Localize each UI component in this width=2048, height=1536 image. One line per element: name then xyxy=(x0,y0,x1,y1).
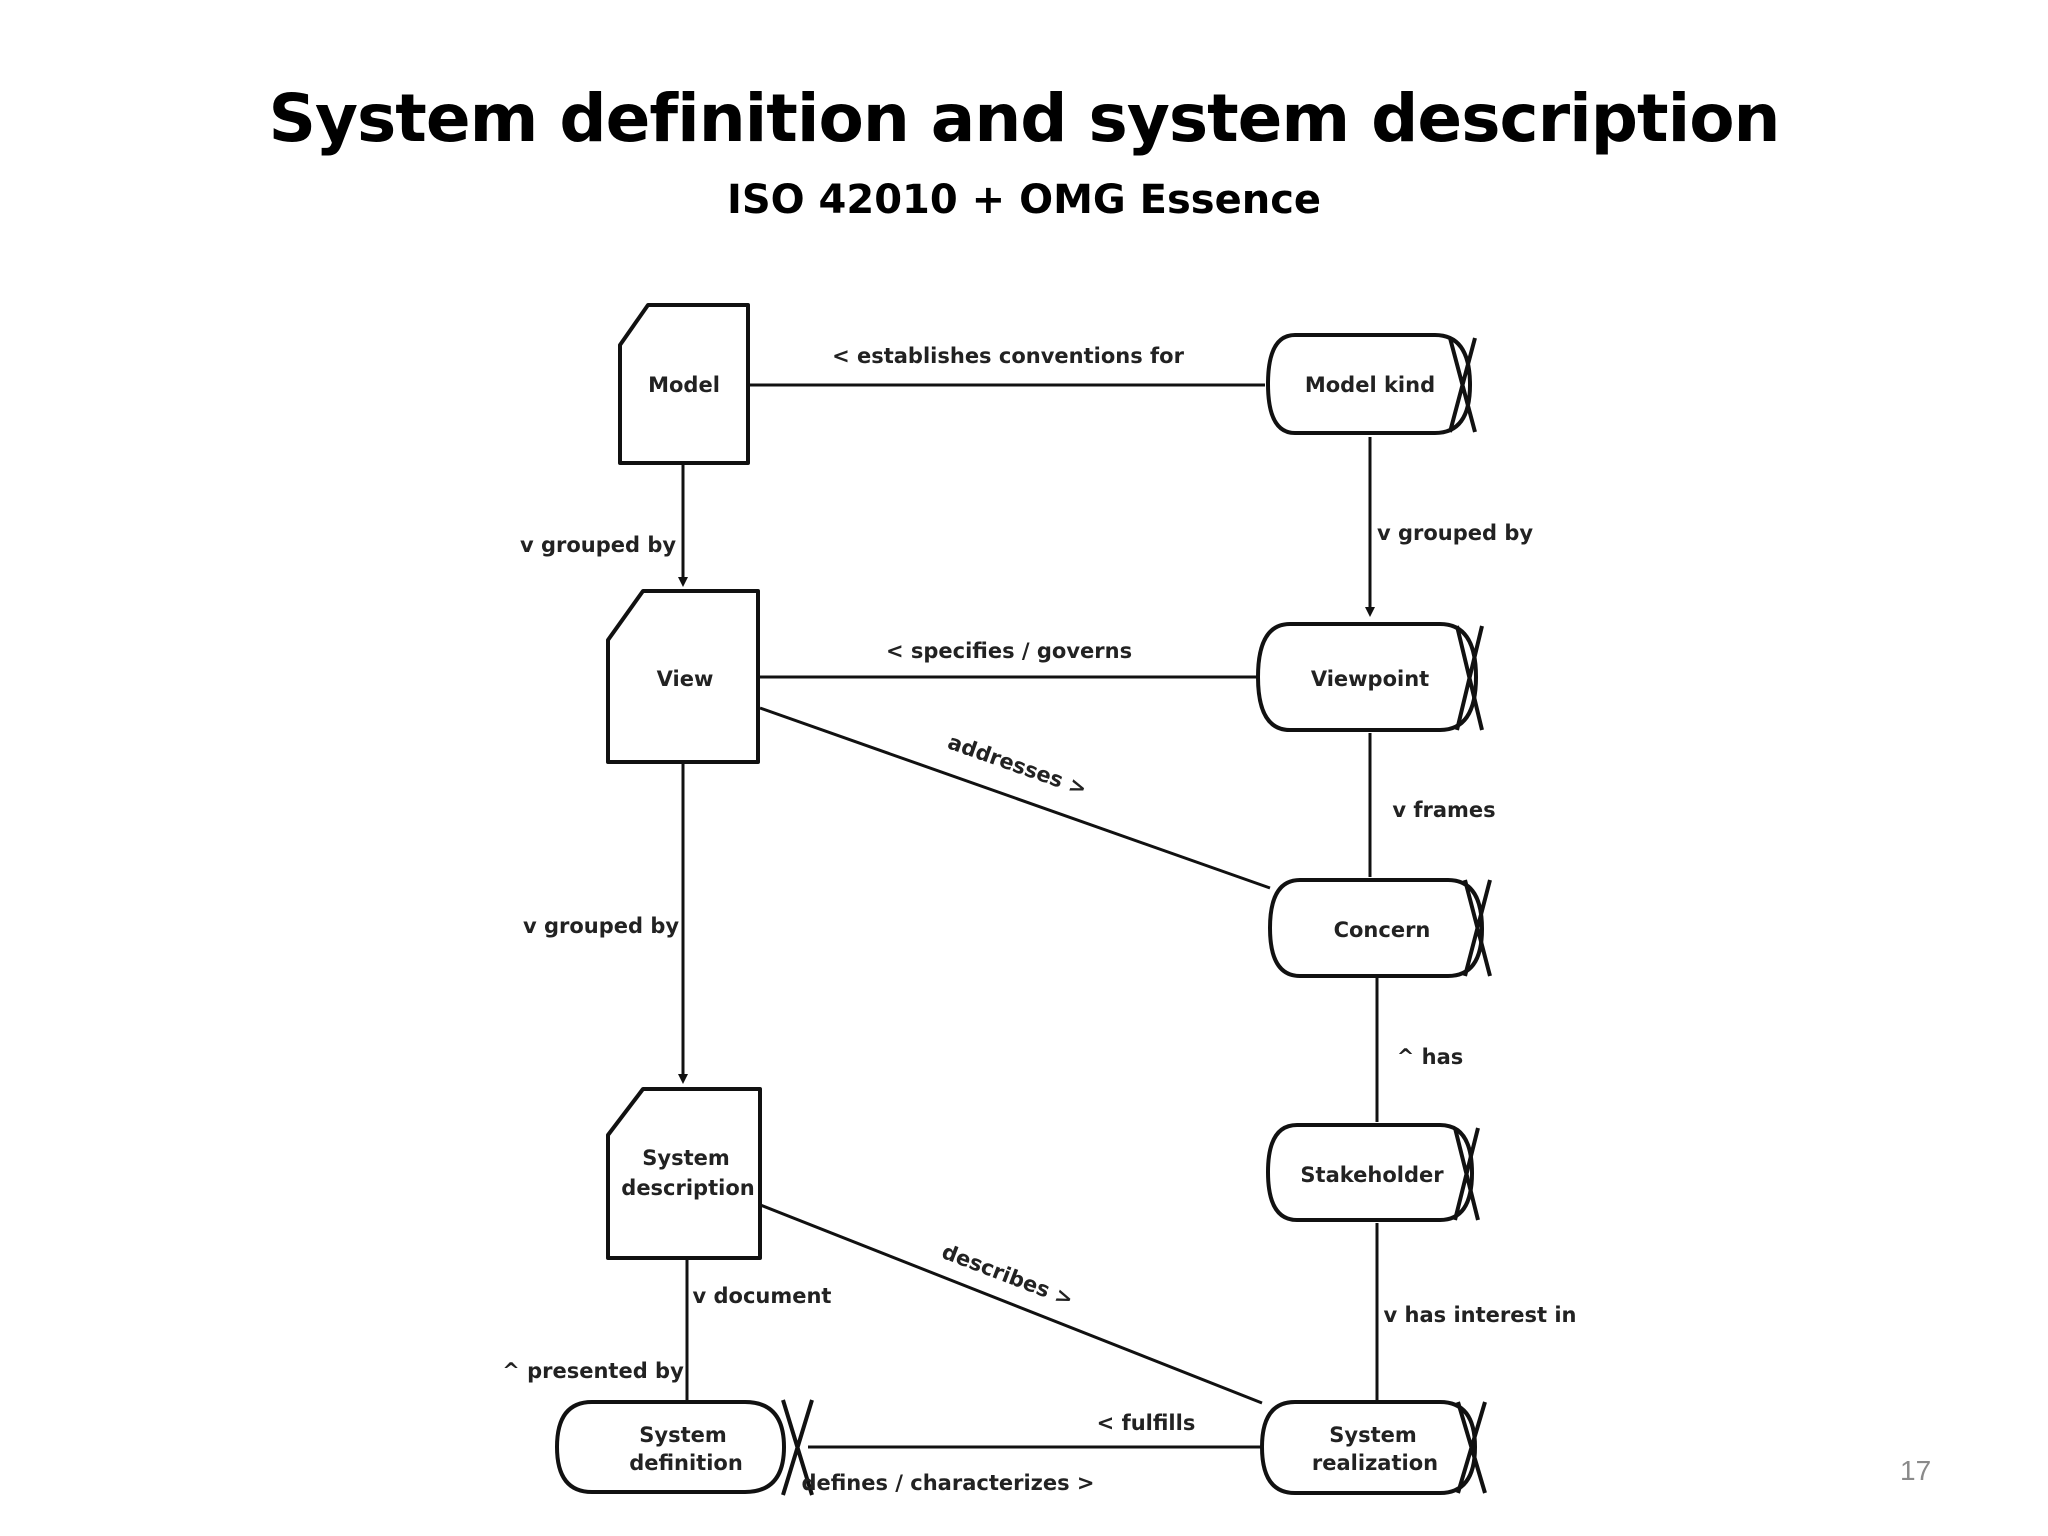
alpha-pill xyxy=(1260,1400,1477,1495)
edge-label-addresses: addresses > xyxy=(945,730,1090,801)
edge-label-document: v document xyxy=(693,1284,832,1308)
page-number: 17 xyxy=(1900,1455,1932,1486)
node-stakeholder: Stakeholder xyxy=(1266,1123,1480,1222)
alpha-cross-icon xyxy=(1448,337,1477,433)
alpha-cross-icon xyxy=(1456,1401,1487,1494)
node-system-description-label-line1: System xyxy=(642,1146,729,1170)
edge-label-describes: describes > xyxy=(939,1239,1077,1311)
node-viewpoint-label: Viewpoint xyxy=(1311,667,1429,691)
alpha-pill xyxy=(1268,878,1484,978)
edge-label-presented-by: ^ presented by xyxy=(502,1359,684,1383)
alpha-cross-icon xyxy=(1455,625,1484,731)
edge-label-defines-characterizes: defines / characterizes > xyxy=(801,1471,1094,1495)
slide-title: System definition and system description xyxy=(268,80,1780,157)
edge-label-establishes-conventions: < establishes conventions for xyxy=(832,344,1184,368)
node-model-kind: Model kind xyxy=(1266,333,1477,435)
edge-view-concern xyxy=(759,706,1271,890)
node-system-definition: System definition xyxy=(555,1399,814,1496)
node-system-realization-label-line1: System xyxy=(1329,1423,1416,1447)
edge-label-specifies-governs: < specifies / governs xyxy=(886,639,1132,663)
edge-label-fulfills: < fulfills xyxy=(1097,1411,1196,1435)
edge-label-has: ^ has xyxy=(1397,1045,1464,1069)
alpha-pill xyxy=(555,1400,786,1494)
node-system-description-label-line2: description xyxy=(621,1176,754,1200)
alpha-pill xyxy=(1266,333,1472,435)
node-model: Model xyxy=(618,303,750,465)
edge-label-frames: v frames xyxy=(1392,798,1495,822)
node-view: View xyxy=(606,589,760,764)
node-system-description: System description xyxy=(606,1087,762,1260)
slide-subtitle: ISO 42010 + OMG Essence xyxy=(726,177,1322,223)
node-model-kind-label: Model kind xyxy=(1305,373,1435,397)
work-product-icon xyxy=(606,1087,762,1260)
edge-sysdesc-sysreal xyxy=(757,1202,1263,1405)
node-system-definition-label-line2: definition xyxy=(629,1451,743,1475)
work-product-icon xyxy=(606,589,760,764)
node-system-definition-label-line1: System xyxy=(639,1423,726,1447)
work-product-icon xyxy=(618,303,750,465)
node-view-label: View xyxy=(657,667,714,691)
node-system-realization-label-line2: realization xyxy=(1312,1451,1438,1475)
alpha-pill xyxy=(1256,622,1478,732)
node-concern-label: Concern xyxy=(1334,918,1431,942)
node-concern: Concern xyxy=(1268,878,1492,978)
node-system-realization: System realization xyxy=(1260,1400,1487,1495)
edge-label-model-grouped-by: v grouped by xyxy=(520,533,676,557)
alpha-pill xyxy=(1266,1123,1474,1222)
node-model-label: Model xyxy=(648,373,720,397)
node-viewpoint: Viewpoint xyxy=(1256,622,1484,732)
alpha-cross-icon xyxy=(1463,879,1492,977)
edge-label-has-interest-in: v has interest in xyxy=(1384,1303,1577,1327)
alpha-cross-icon xyxy=(1453,1127,1480,1221)
node-stakeholder-label: Stakeholder xyxy=(1300,1163,1444,1187)
alpha-cross-icon xyxy=(781,1399,814,1496)
edge-label-view-grouped-by: v grouped by xyxy=(523,914,679,938)
edge-label-modelkind-grouped-by: v grouped by xyxy=(1377,521,1533,545)
